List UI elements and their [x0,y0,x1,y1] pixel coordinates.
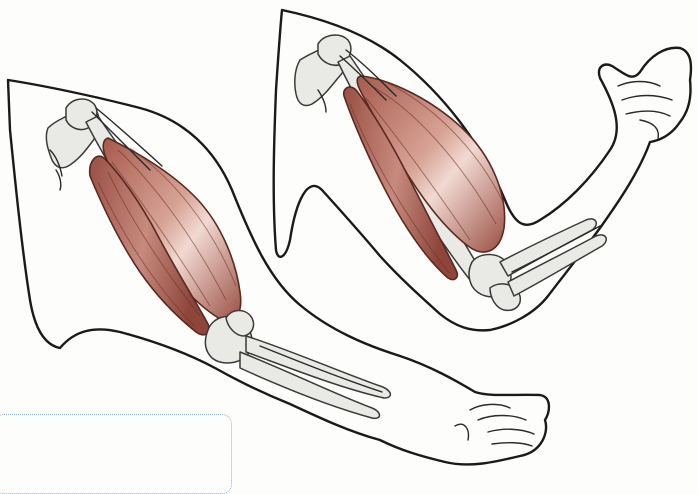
note-box [0,414,232,494]
flexed-fist-fingers [618,82,672,139]
flexed-arm [274,10,691,330]
extended-hand-fingers [455,404,534,446]
arm-muscles-diagram [0,0,697,477]
